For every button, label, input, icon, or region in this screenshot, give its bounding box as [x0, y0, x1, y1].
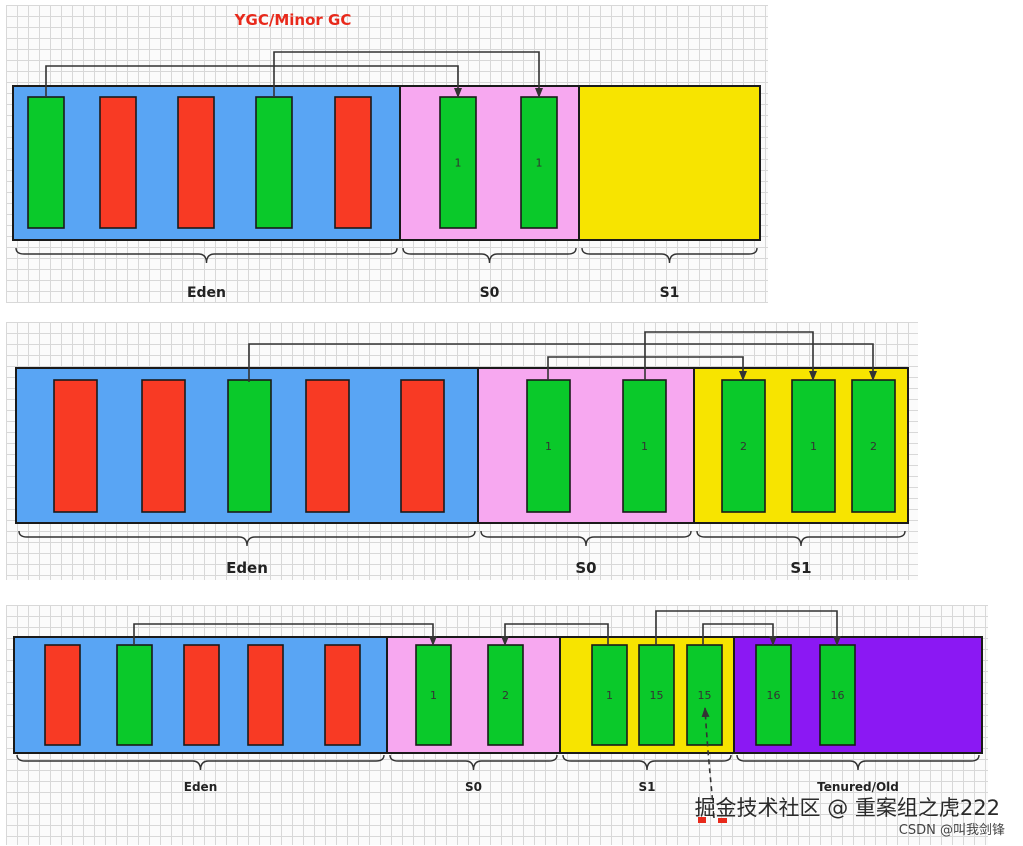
object-age-label: 1 [545, 440, 552, 453]
object-age-label: 1 [536, 157, 543, 170]
region-s1 [578, 85, 761, 241]
watermark-text: 掘金技术社区 @ 重案组之虎222 [695, 796, 1000, 820]
copy-arrow [248, 343, 877, 382]
credit-text: CSDN @叫我剑锋 [899, 822, 1005, 838]
red-mark [698, 817, 706, 823]
copy-arrow [702, 623, 777, 646]
diagram-2-arrows [248, 331, 877, 382]
copy-arrow [644, 331, 817, 381]
live-object [116, 644, 153, 746]
live-object [591, 644, 628, 746]
region-label: S0 [465, 780, 482, 794]
live-object [415, 644, 452, 746]
live-object [27, 96, 65, 229]
region-brace [480, 530, 692, 547]
diagram-title: YGC/Minor GC [234, 11, 352, 29]
region-label: Eden [226, 559, 268, 577]
dead-object [400, 379, 445, 513]
object-age-label: 1 [810, 440, 817, 453]
region-brace [16, 754, 385, 771]
region-label: S1 [660, 285, 680, 301]
live-object [227, 379, 272, 513]
dead-object [247, 644, 284, 746]
watermark: 掘金技术社区 @ 重案组之虎222 CSDN @叫我剑锋 [695, 796, 1005, 838]
region-label: S0 [575, 559, 596, 577]
region-label: Eden [184, 780, 217, 794]
dead-object [53, 379, 98, 513]
region-label: Tenured/Old [817, 780, 899, 794]
live-object [487, 644, 524, 746]
dashed-pointer-arrow [701, 707, 715, 819]
diagram-2: Eden 1 1S0 2 1 2S1 [15, 367, 909, 577]
dead-object [305, 379, 350, 513]
diagram-1-arrows [45, 51, 543, 98]
live-object [721, 379, 766, 513]
object-age-label: 1 [606, 689, 613, 702]
region-brace [562, 754, 732, 771]
region-brace [389, 754, 558, 771]
object-age-label: 2 [502, 689, 509, 702]
copy-arrow [273, 51, 543, 98]
live-object [791, 379, 836, 513]
region-brace [696, 530, 906, 547]
object-age-label: 16 [831, 689, 845, 702]
object-age-label: 15 [698, 689, 712, 702]
live-object [526, 379, 571, 513]
live-object [819, 644, 856, 746]
object-age-label: 2 [740, 440, 747, 453]
dead-object [183, 644, 220, 746]
copy-arrow [501, 623, 609, 646]
dead-object [334, 96, 372, 229]
dead-object [324, 644, 361, 746]
region-brace [736, 754, 980, 771]
dead-object [44, 644, 81, 746]
diagram-1: Eden 1 1S0 S1 [12, 85, 761, 301]
object-age-label: 1 [455, 157, 462, 170]
object-age-label: 1 [641, 440, 648, 453]
region-label: S1 [790, 559, 811, 577]
region-label: Eden [187, 285, 226, 301]
diagram-3-arrows [133, 610, 841, 823]
dead-object [99, 96, 137, 229]
live-object [851, 379, 896, 513]
region-label: S1 [639, 780, 656, 794]
region-s0 [386, 636, 561, 754]
live-object [255, 96, 293, 229]
object-age-label: 16 [767, 689, 781, 702]
object-age-label: 1 [430, 689, 437, 702]
region-brace [15, 247, 398, 264]
object-age-label: 15 [650, 689, 664, 702]
copy-arrow [45, 65, 462, 98]
live-object [686, 644, 723, 746]
region-label: S0 [480, 285, 500, 301]
region-brace [581, 247, 758, 264]
copy-arrow [655, 610, 841, 646]
region-brace [18, 530, 476, 547]
region-brace [402, 247, 577, 264]
dead-object [177, 96, 215, 229]
dead-object [141, 379, 186, 513]
red-mark [718, 818, 727, 823]
object-age-label: 2 [870, 440, 877, 453]
copy-arrow [133, 623, 437, 646]
